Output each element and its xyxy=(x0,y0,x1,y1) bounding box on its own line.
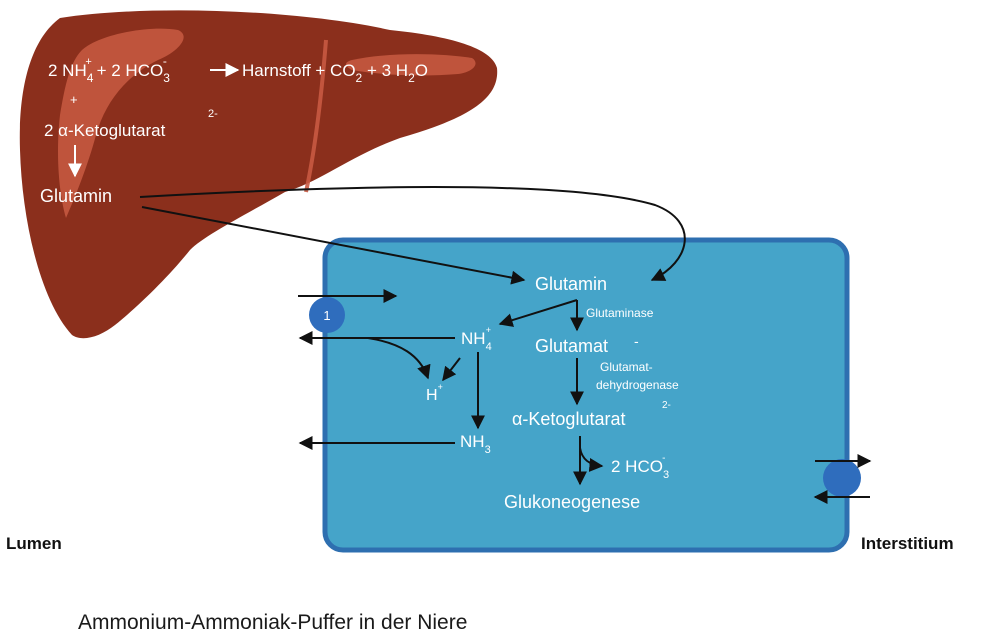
arrow-nh4-to-h xyxy=(442,357,461,382)
enzyme-label-2: dehydrogenase xyxy=(596,378,679,392)
urea-products: Harnstoff + CO2 + 3 H2O xyxy=(242,61,428,85)
cell-glutamat-charge: - xyxy=(634,333,639,349)
lumen-label: Lumen xyxy=(6,534,62,553)
liver-shape xyxy=(19,10,498,339)
liver-plus: + xyxy=(70,92,78,107)
cell-nh4: NH4+ xyxy=(461,325,492,353)
cell-glutamin: Glutamin xyxy=(535,274,607,294)
arrow-to-hco3 xyxy=(579,447,604,472)
transporter-1-label: 1 xyxy=(323,308,330,323)
liver-ketoglutarat: 2 α-Ketoglutarat xyxy=(44,121,166,140)
urea-equation: 2 NH4+ + 2 HCO3- xyxy=(48,54,170,85)
cell-glukoneogenese: Glukoneogenese xyxy=(504,492,640,512)
liver-glutamin: Glutamin xyxy=(40,186,112,206)
liver-ketoglutarat-charge: 2- xyxy=(208,108,218,120)
arrow-to-nh4 xyxy=(498,299,578,327)
transporter-1 xyxy=(309,297,345,333)
arrow-h-recycle xyxy=(367,337,431,380)
transporter-basolateral xyxy=(823,459,861,497)
enzyme-label-1: Glutamat- xyxy=(600,360,653,374)
interstitium-label: Interstitium xyxy=(861,534,954,553)
cell-hco3: 2 HCO3- xyxy=(611,453,669,481)
glutamin-transport-arrow xyxy=(141,206,526,285)
glutaminase-label: Glutaminase xyxy=(586,306,654,320)
figure-caption: Ammonium-Ammoniak-Puffer in der Niere xyxy=(78,611,468,634)
cell-ketoglutarat-charge: 2- xyxy=(662,400,671,411)
cell-ketoglutarat: α-Ketoglutarat xyxy=(512,409,625,429)
kidney-cell xyxy=(322,237,850,553)
glutamin-loop-arrow xyxy=(139,186,686,281)
cell-h-plus: H+ xyxy=(426,382,443,404)
cell-nh3: NH3 xyxy=(460,432,491,456)
cell-glutamat: Glutamat xyxy=(535,336,608,356)
